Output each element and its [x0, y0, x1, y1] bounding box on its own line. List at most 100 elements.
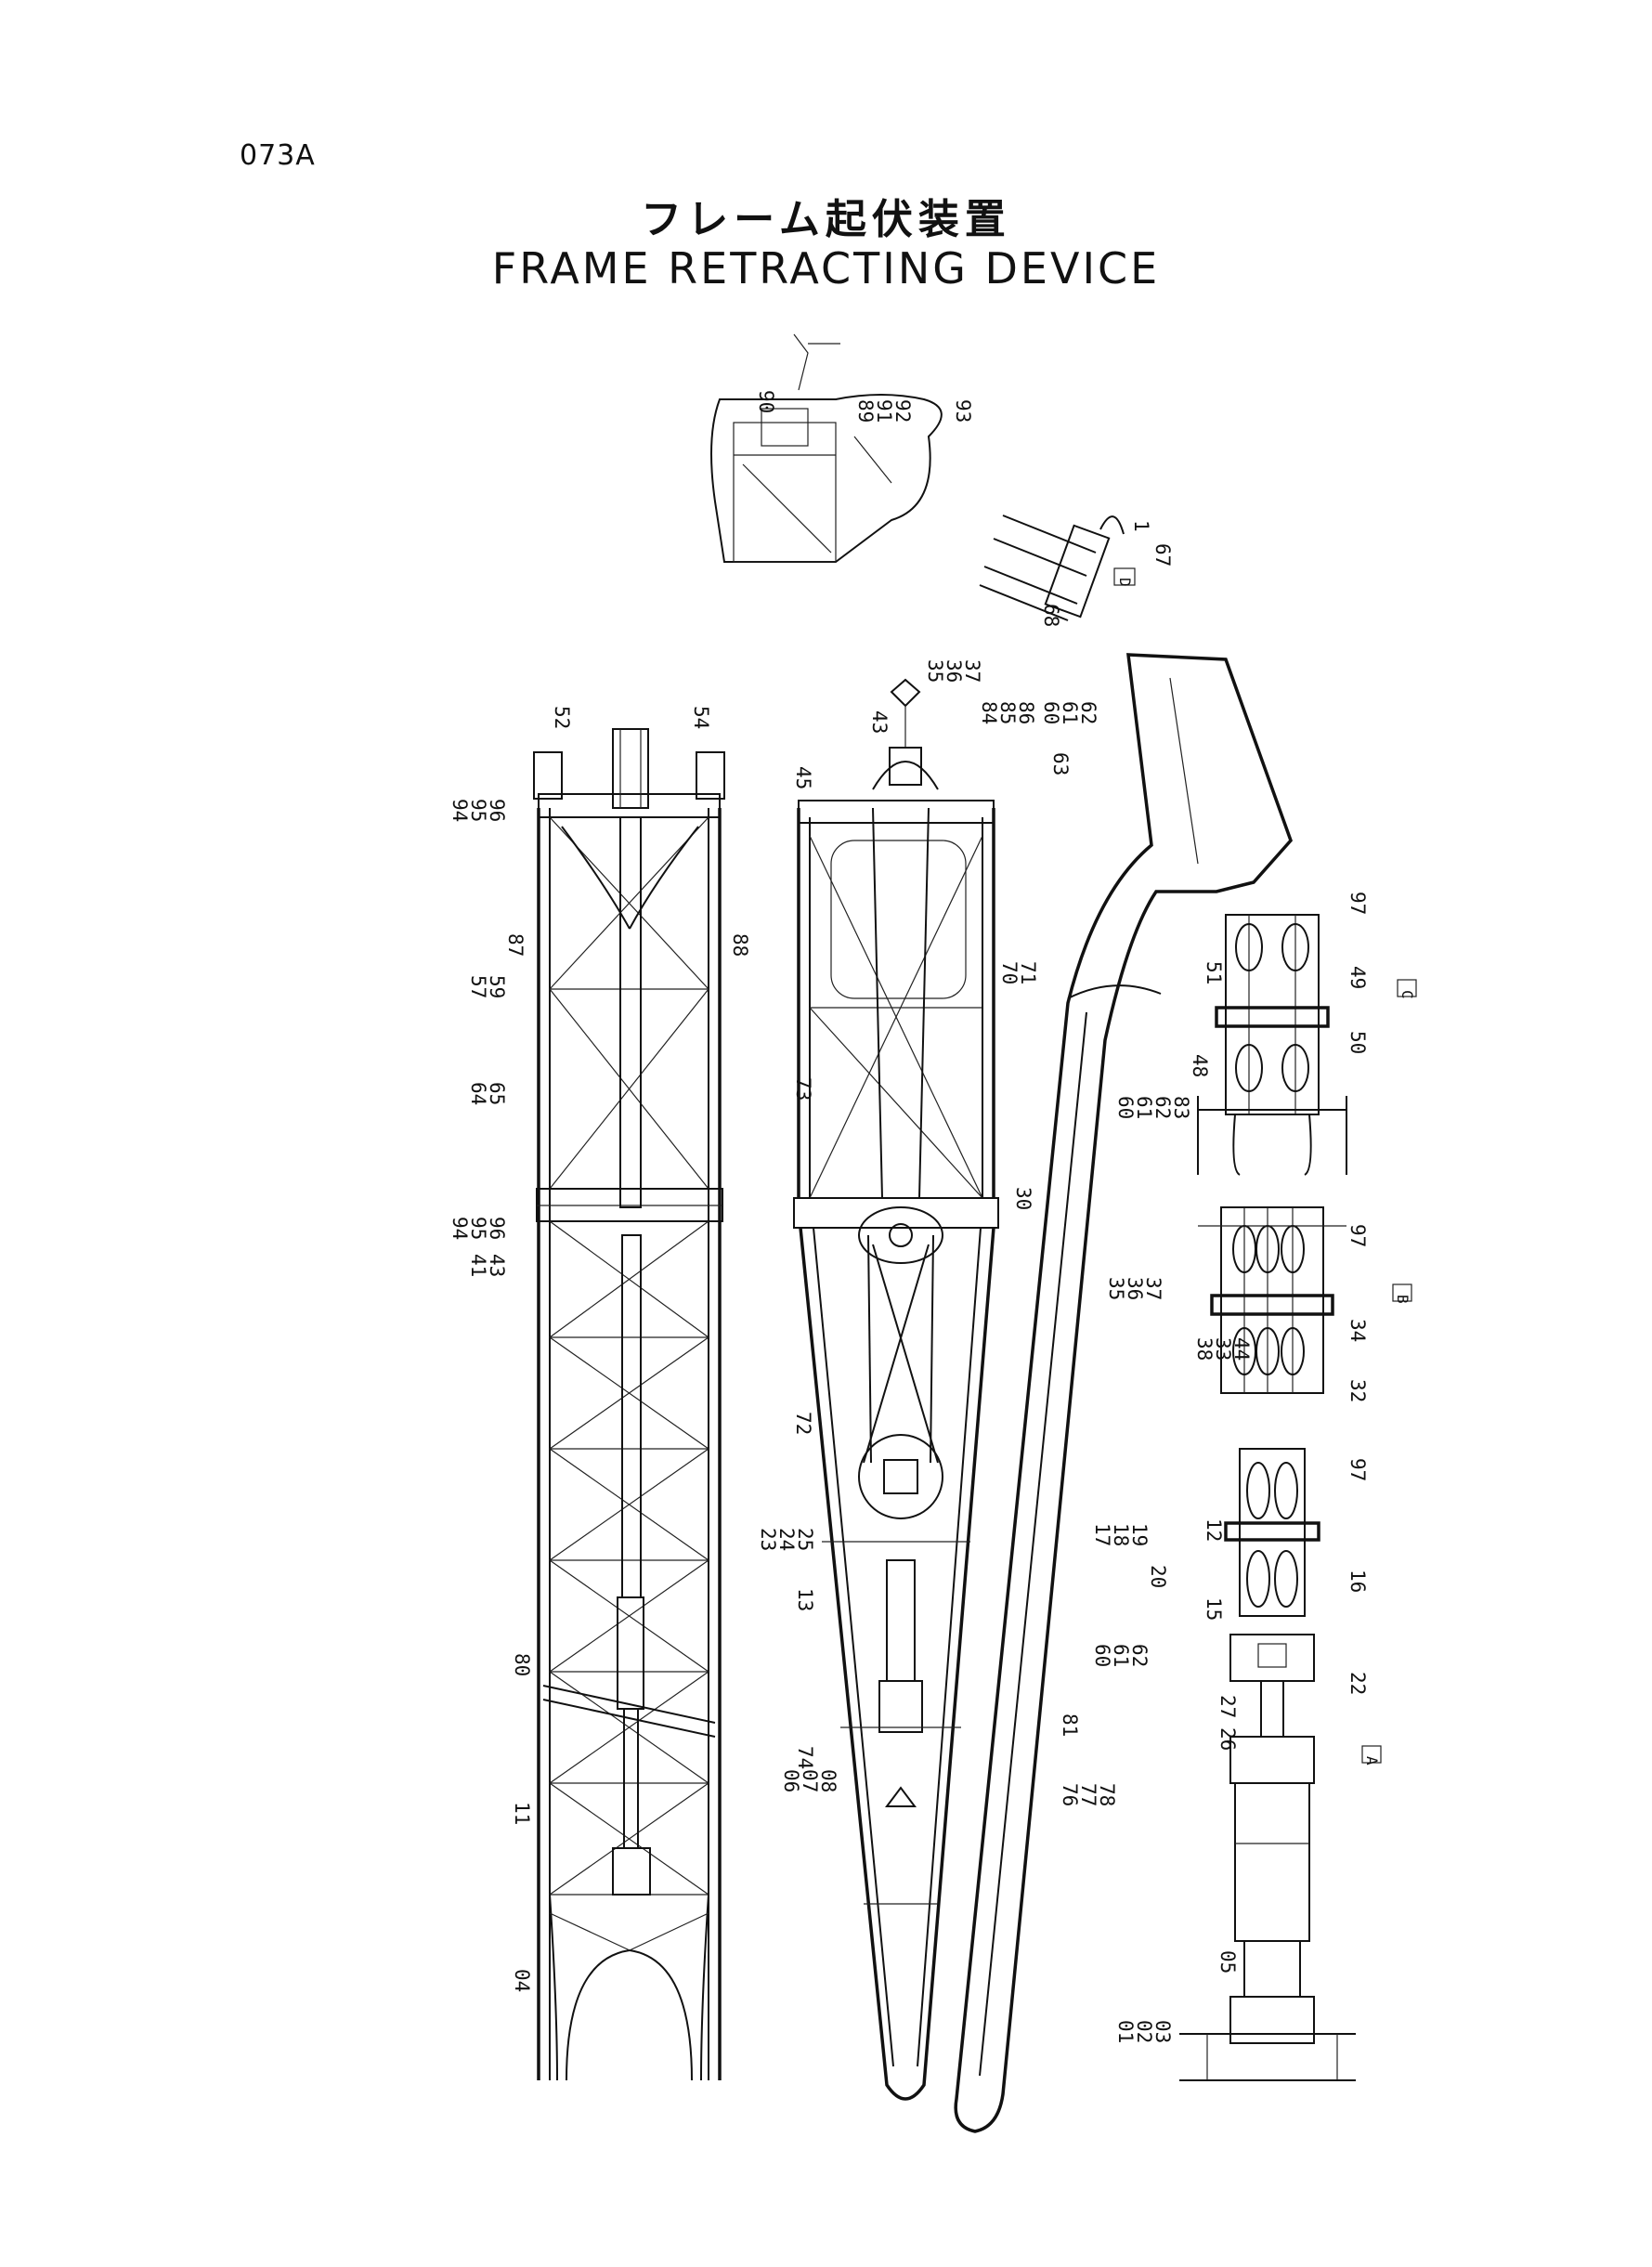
long-boom-drawing	[954, 653, 1293, 2133]
callout-center-frame-73: 73	[792, 1077, 814, 1101]
detail-tag-a: A	[1363, 1756, 1381, 1765]
callout-center-frame-24: 24	[775, 1528, 798, 1551]
callout-detail-c-97: 97	[1346, 892, 1369, 915]
callout-center-frame-61: 61	[1059, 701, 1081, 724]
callout-center-frame-17: 17	[1091, 1523, 1113, 1546]
callout-center-frame-37: 37	[1142, 1277, 1164, 1300]
callout-center-frame-25: 25	[794, 1528, 816, 1551]
callout-left-frame-95: 95	[467, 799, 489, 822]
callout-center-frame-83: 83	[1170, 1096, 1192, 1119]
callout-center-frame-61: 61	[1133, 1096, 1155, 1119]
callout-detail-a-97: 97	[1346, 1458, 1369, 1481]
callout-detail-a-15: 15	[1203, 1597, 1225, 1621]
callout-left-frame-64: 64	[467, 1082, 489, 1105]
callout-top-detail-93: 93	[952, 399, 974, 423]
callout-center-frame-76: 76	[1059, 1783, 1081, 1806]
callout-center-frame-23: 23	[757, 1528, 779, 1551]
callout-detail-d-68: 68	[1040, 604, 1062, 627]
callout-detail-c-51: 51	[1203, 961, 1225, 984]
callout-left-frame-94: 94	[449, 799, 471, 822]
callout-center-frame-85: 85	[996, 701, 1019, 724]
callout-top-detail-90: 90	[755, 390, 777, 413]
callout-left-frame-96: 96	[486, 799, 508, 822]
callout-center-frame-08: 08	[817, 1769, 839, 1792]
callout-center-frame-60: 60	[1091, 1644, 1113, 1667]
callout-center-frame-62: 62	[1077, 701, 1099, 724]
callout-center-frame-37: 37	[961, 659, 983, 683]
callout-center-frame-07: 07	[799, 1769, 821, 1792]
callout-left-frame-54: 54	[690, 706, 712, 729]
callout-center-frame-35: 35	[1105, 1277, 1127, 1300]
callout-detail-a-26: 26	[1216, 1727, 1239, 1751]
callout-top-detail-92: 92	[891, 399, 914, 423]
callout-top-detail-89: 89	[854, 399, 877, 423]
callout-center-frame-35: 35	[924, 659, 946, 683]
callout-left-frame-41: 41	[467, 1254, 489, 1277]
callout-detail-d-1: 1	[1130, 520, 1152, 532]
callout-center-frame-70: 70	[998, 961, 1021, 984]
title-english: FRAME RETRACTING DEVICE	[491, 243, 1161, 293]
callout-center-frame-06: 06	[780, 1769, 802, 1792]
page-code: 073A	[240, 139, 316, 172]
detail-a-drawing	[1179, 1448, 1382, 2081]
callout-detail-c-49: 49	[1346, 966, 1369, 989]
callout-center-frame-61: 61	[1110, 1644, 1132, 1667]
callout-detail-b-38: 38	[1193, 1337, 1216, 1361]
callout-left-frame-80: 80	[511, 1653, 533, 1676]
callout-center-frame-60: 60	[1114, 1096, 1137, 1119]
callout-left-frame-59: 59	[486, 975, 508, 998]
callout-detail-a-16: 16	[1346, 1570, 1369, 1593]
detail-tag-c: C	[1398, 990, 1416, 999]
callout-detail-b-44: 44	[1230, 1337, 1253, 1361]
callout-center-frame-18: 18	[1110, 1523, 1132, 1546]
callout-detail-a-22: 22	[1346, 1672, 1369, 1695]
callout-top-detail-91: 91	[873, 399, 895, 423]
callout-center-frame-36: 36	[1124, 1277, 1146, 1300]
detail-tags: D C B A	[1116, 578, 1416, 1765]
callout-left-frame-88: 88	[729, 933, 751, 957]
callout-center-frame-86: 86	[1015, 701, 1037, 724]
callout-center-frame-81: 81	[1059, 1713, 1081, 1737]
callout-detail-a-05: 05	[1216, 1950, 1239, 1974]
center-frame-drawing	[793, 678, 999, 2101]
callout-detail-b-33: 33	[1212, 1337, 1234, 1361]
callout-center-frame-62: 62	[1128, 1644, 1151, 1667]
callout-left-frame-04: 04	[511, 1969, 533, 1992]
callout-center-frame-36: 36	[943, 659, 965, 683]
callout-detail-d-67: 67	[1151, 543, 1174, 567]
callout-center-frame-30: 30	[1012, 1187, 1034, 1210]
detail-c-drawing	[1197, 914, 1417, 1176]
callout-left-frame-65: 65	[486, 1082, 508, 1105]
callout-center-frame-43: 43	[868, 710, 891, 734]
callout-left-frame-95: 95	[467, 1217, 489, 1240]
callout-left-frame-11: 11	[511, 1802, 533, 1825]
callout-center-frame-13: 13	[794, 1588, 816, 1611]
callout-center-frame-71: 71	[1017, 961, 1039, 984]
title-japanese: フレーム起伏装置	[641, 196, 1011, 243]
callout-left-frame-96: 96	[486, 1217, 508, 1240]
callout-left-frame-87: 87	[504, 933, 527, 957]
callout-detail-a-03: 03	[1151, 2020, 1174, 2043]
callout-center-frame-19: 19	[1128, 1523, 1151, 1546]
callout-center-frame-72: 72	[792, 1412, 814, 1435]
callout-center-frame-45: 45	[792, 766, 814, 789]
callout-detail-a-12: 12	[1203, 1518, 1225, 1542]
top-detail-drawing	[710, 333, 943, 563]
callout-center-frame-63: 63	[1049, 752, 1072, 775]
callout-left-frame-94: 94	[449, 1217, 471, 1240]
left-frame-drawing	[533, 728, 725, 2081]
detail-tag-d: D	[1116, 578, 1134, 587]
callout-left-frame-57: 57	[467, 975, 489, 998]
callout-detail-c-50: 50	[1346, 1031, 1369, 1054]
callout-detail-c-48: 48	[1189, 1054, 1211, 1077]
callout-center-frame-62: 62	[1151, 1096, 1174, 1119]
detail-b-drawing	[1198, 1206, 1412, 1394]
callout-detail-b-32: 32	[1346, 1379, 1369, 1402]
callout-left-frame-52: 52	[551, 706, 573, 729]
callout-detail-a-01: 01	[1114, 2020, 1137, 2043]
detail-tag-b: B	[1394, 1295, 1411, 1304]
callout-center-frame-74: 74	[794, 1746, 816, 1769]
callout-detail-a-20: 20	[1147, 1565, 1169, 1588]
